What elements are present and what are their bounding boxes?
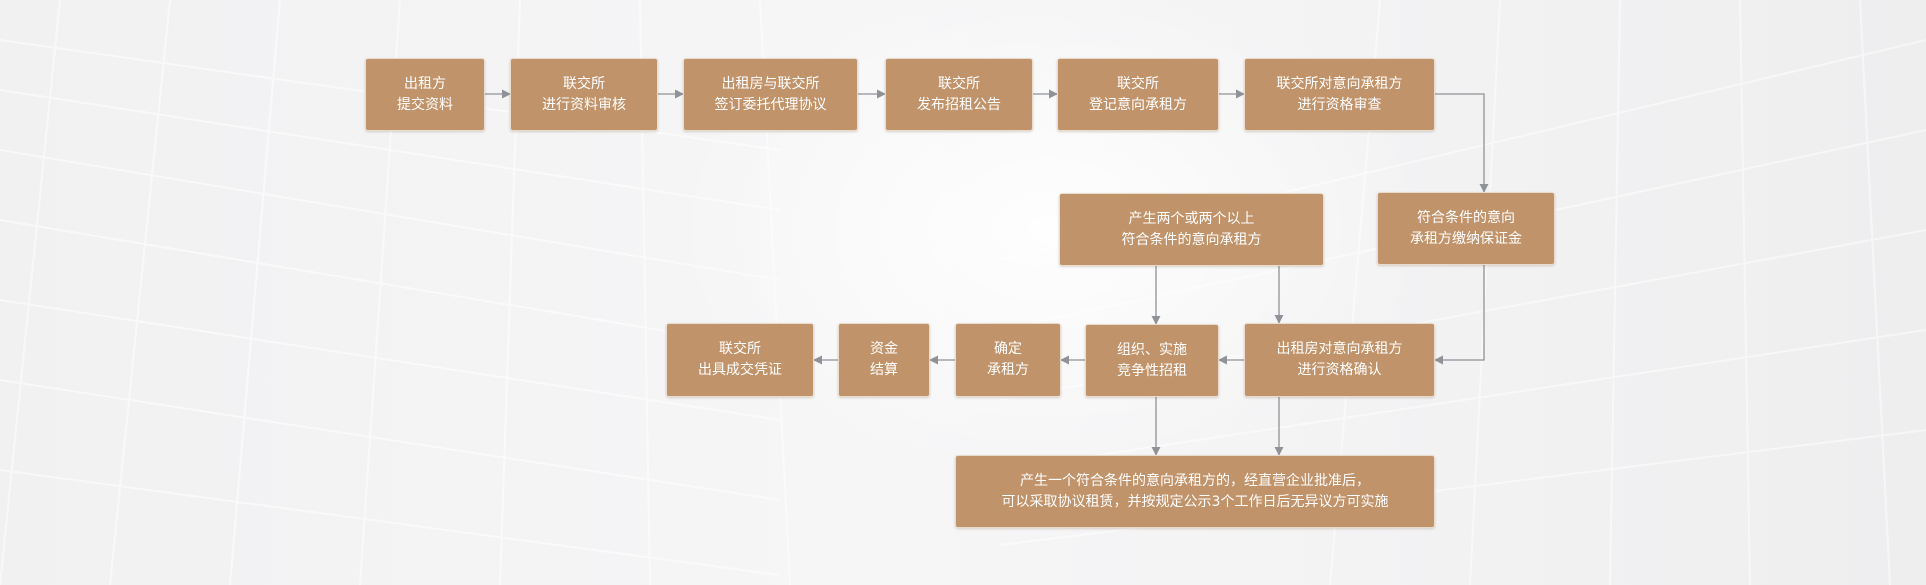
- node-pay-deposit: 符合条件的意向 承租方缴纳保证金: [1377, 192, 1555, 265]
- node-qualification-confirmation: 出租房对意向承租方 进行资格确认: [1244, 323, 1435, 397]
- node-line: 资金: [870, 341, 898, 357]
- node-line: 联交所对意向承租方: [1276, 75, 1403, 92]
- node-issue-transaction-certificate: 联交所 出具成交凭证: [666, 323, 814, 397]
- node-single-lessee-agreement-lease: 产生一个符合条件的意向承租方的，经直营企业批准后， 可以采取协议租赁，并按规定公…: [955, 455, 1435, 528]
- node-line: 进行资格确认: [1297, 362, 1382, 378]
- node-exchange-review-documents: 联交所 进行资料审核: [510, 58, 658, 131]
- node-line: 联交所: [719, 341, 761, 357]
- node-qualification-review: 联交所对意向承租方 进行资格审查: [1244, 58, 1435, 131]
- node-line: 进行资料审核: [542, 96, 626, 113]
- node-line: 出租房对意向承租方: [1276, 341, 1403, 357]
- node-line: 出租方: [404, 75, 446, 92]
- node-line: 承租方: [987, 362, 1029, 378]
- node-line: 签订委托代理协议: [714, 96, 827, 113]
- node-publish-lease-notice: 联交所 发布招租公告: [885, 58, 1033, 131]
- node-fund-settlement: 资金 结算: [838, 323, 930, 397]
- node-line: 确定: [994, 341, 1022, 357]
- node-line: 结算: [870, 362, 898, 378]
- node-line: 符合条件的意向承租方: [1121, 231, 1262, 248]
- node-line: 联交所: [563, 75, 605, 92]
- node-line: 产生两个或两个以上: [1128, 210, 1255, 227]
- node-line: 竞争性招租: [1117, 362, 1187, 379]
- node-sign-agency-agreement: 出租房与联交所 签订委托代理协议: [683, 58, 858, 131]
- node-competitive-tender: 组织、实施 竞争性招租: [1085, 324, 1219, 397]
- node-line: 联交所: [938, 75, 980, 92]
- node-line: 符合条件的意向: [1417, 209, 1515, 226]
- node-multiple-qualified-lessees: 产生两个或两个以上 符合条件的意向承租方: [1059, 193, 1324, 266]
- node-line: 发布招租公告: [917, 96, 1001, 113]
- node-line: 可以采取协议租赁，并按规定公示3个工作日后无异议方可实施: [1001, 493, 1389, 510]
- node-line: 出租房与联交所: [721, 75, 820, 92]
- node-line: 进行资格审查: [1297, 96, 1382, 113]
- node-line: 产生一个符合条件的意向承租方的，经直营企业批准后，: [1020, 472, 1370, 489]
- node-determine-lessee: 确定 承租方: [955, 323, 1061, 397]
- node-line: 承租方缴纳保证金: [1410, 230, 1522, 247]
- node-line: 联交所: [1117, 75, 1159, 92]
- arrow-n7-to-n9: [1434, 265, 1485, 365]
- node-line: 组织、实施: [1117, 341, 1187, 358]
- node-lessor-submit-documents: 出租方 提交资料: [365, 58, 485, 131]
- node-line: 登记意向承租方: [1089, 96, 1187, 113]
- node-line: 提交资料: [397, 96, 453, 113]
- node-register-intended-lessees: 联交所 登记意向承租方: [1057, 58, 1219, 131]
- node-line: 出具成交凭证: [698, 362, 782, 378]
- arrow-n6-to-n7: [1435, 93, 1489, 193]
